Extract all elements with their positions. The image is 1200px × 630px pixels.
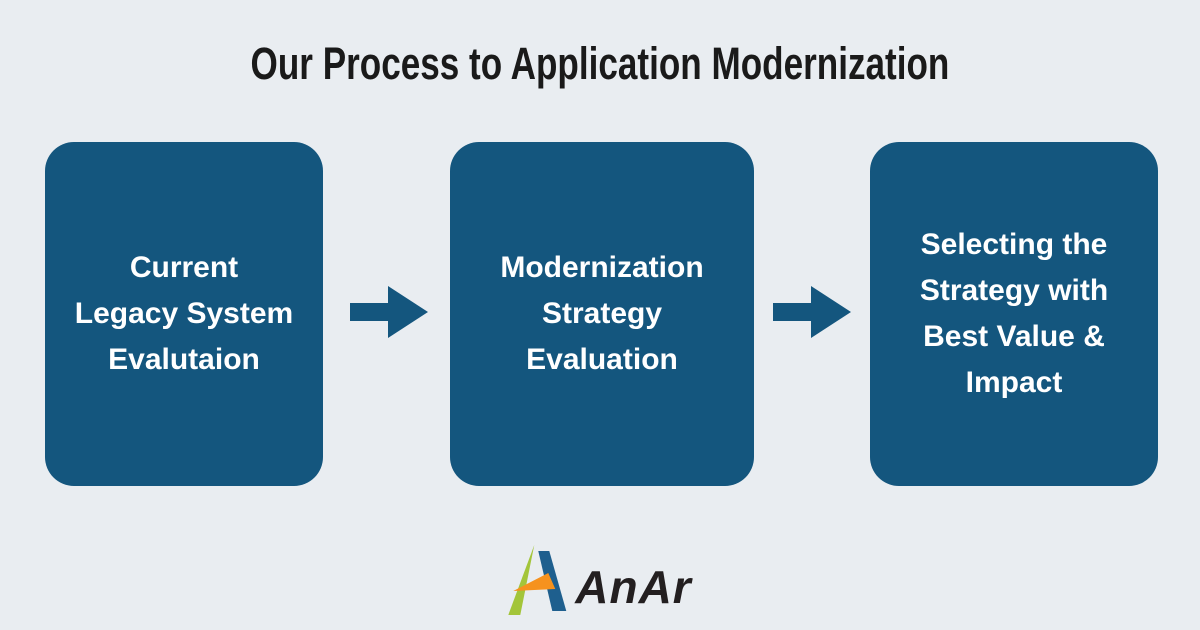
page-title: Our Process to Application Modernization: [250, 38, 950, 89]
step-box-modernization-strategy-evaluation: Modernization Strategy Evaluation: [450, 142, 754, 486]
step-line: Legacy System: [74, 297, 294, 330]
step-line: Current: [129, 251, 239, 284]
anar-logo: AnAr: [508, 544, 691, 616]
step-line: Best Value &: [923, 320, 1105, 353]
right-arrow-icon: [773, 286, 851, 338]
step-box-current-legacy-system-evaluation: Current Legacy System Evalutaion: [45, 142, 323, 486]
step-line: Impact: [965, 366, 1063, 399]
right-arrow-icon: [350, 286, 428, 338]
step-line: Evaluation: [526, 343, 678, 376]
step-line: Selecting the: [920, 228, 1108, 261]
step-line: Modernization: [500, 251, 704, 284]
anar-logo-text: AnAr: [575, 561, 692, 613]
title-bar: Our Process to Application Modernization: [0, 38, 1200, 90]
step-line: Strategy with: [919, 274, 1109, 307]
anar-logo-mark-icon: [508, 545, 567, 615]
step-line: Strategy: [541, 297, 663, 330]
step-line: Evalutaion: [108, 343, 260, 376]
step-box-selecting-best-strategy: Selecting the Strategy with Best Value &…: [870, 142, 1158, 486]
